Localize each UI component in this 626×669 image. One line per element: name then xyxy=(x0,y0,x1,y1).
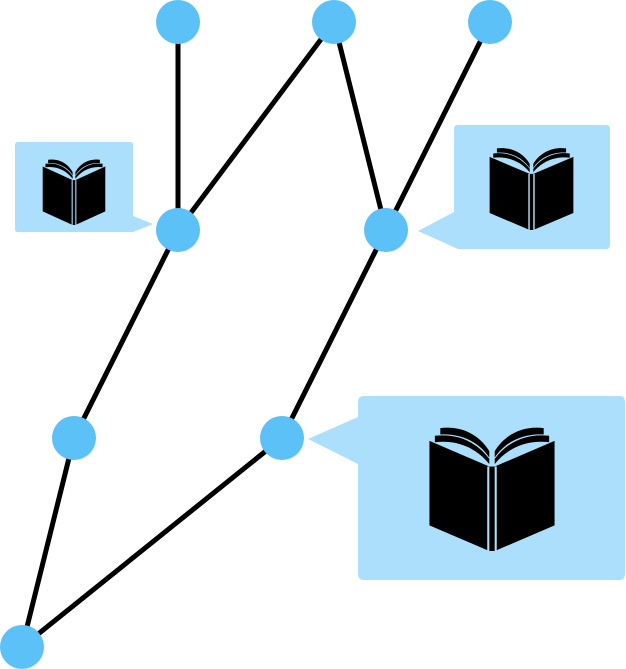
edge-lower-left-to-root xyxy=(19,435,77,650)
edge-mid-right-to-lower-right xyxy=(279,227,389,441)
edge-mid-left-to-lower-left xyxy=(71,227,181,441)
edges-layer xyxy=(19,19,493,650)
callouts-layer xyxy=(15,125,625,580)
node-top-right xyxy=(468,0,512,44)
edge-top-center-to-mid-left xyxy=(175,19,337,233)
nodes-layer xyxy=(0,0,512,669)
edge-top-right-to-mid-right xyxy=(383,19,493,233)
node-top-center xyxy=(312,0,356,44)
node-root xyxy=(0,625,44,669)
callout-large xyxy=(308,396,625,580)
node-top-left xyxy=(156,0,200,44)
node-lower-right xyxy=(260,416,304,460)
edge-lower-right-to-root xyxy=(19,435,285,650)
callout-medium xyxy=(418,125,610,249)
node-mid-left xyxy=(156,208,200,252)
node-lower-left xyxy=(52,416,96,460)
edge-top-center-to-mid-right xyxy=(331,19,389,233)
callout-small xyxy=(15,142,153,232)
node-mid-right xyxy=(364,208,408,252)
